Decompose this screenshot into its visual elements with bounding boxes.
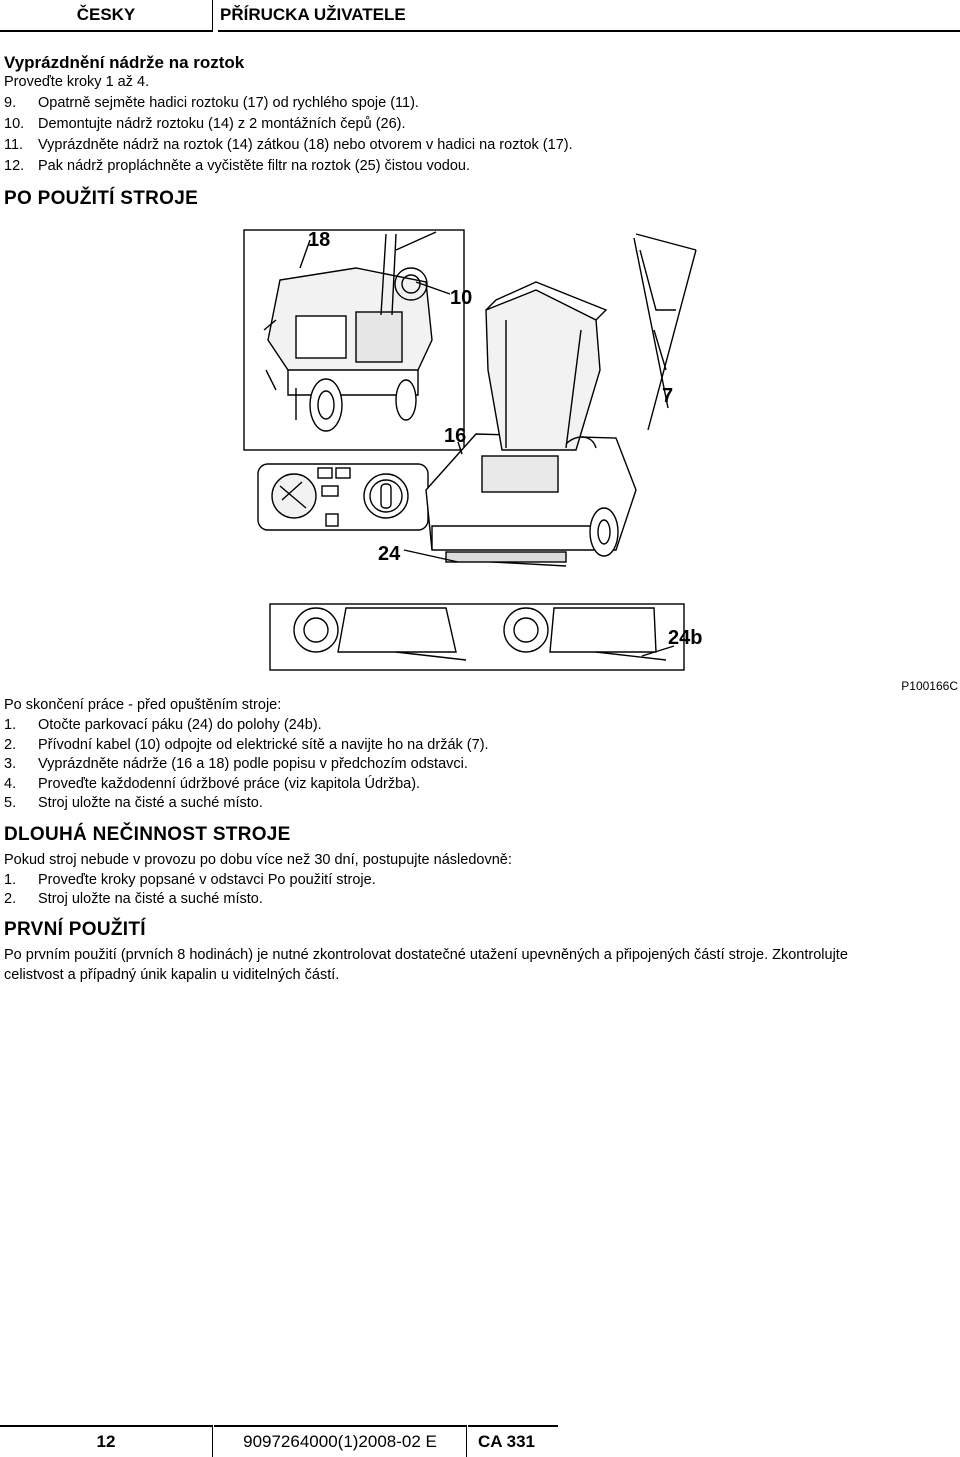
step-number: 2.: [4, 891, 17, 907]
inactivity-intro: Pokud stroj nebude v provozu po dobu víc…: [4, 852, 512, 868]
callout-7: 7: [662, 385, 673, 407]
step-number: 11.: [4, 137, 24, 153]
step-text: Stroj uložte na čisté a suché místo.: [38, 795, 263, 811]
first-use-title: PRVNÍ POUŽITÍ: [4, 919, 146, 940]
callout-18: 18: [308, 229, 330, 251]
model-name: CA 331: [468, 1425, 558, 1457]
list-item: 5. Stroj uložte na čisté a suché místo.: [4, 793, 263, 814]
step-text: Otočte parkovací páku (24) do polohy (24…: [38, 717, 322, 733]
step-number: 4.: [4, 776, 17, 792]
list-item: 2. Stroj uložte na čisté a suché místo.: [4, 889, 263, 910]
callout-10: 10: [450, 287, 472, 309]
drain-section-title: Vyprázdnění nádrže na roztok: [4, 53, 245, 72]
machine-drawing: 18 10 7 16 24 24b: [243, 229, 702, 671]
step-text: Demontujte nádrž roztoku (14) z 2 montáž…: [38, 116, 406, 132]
step-text: Přívodní kabel (10) odpojte od elektrick…: [38, 737, 489, 753]
list-item: 3. Vyprázdněte nádrže (16 a 18) podle pop…: [4, 754, 468, 775]
inactivity-title: DLOUHÁ NEČINNOST STROJE: [4, 824, 291, 845]
step-text: Opatrně sejměte hadici roztoku (17) od r…: [38, 95, 419, 111]
step-text: Proveďte každodenní údržbové práce (viz …: [38, 776, 421, 792]
figure-code: P100166C: [901, 679, 958, 693]
list-item: 1. Proveďte kroky popsané v odstavci Po p…: [4, 870, 376, 891]
after-use-title: PO POUŽITÍ STROJE: [4, 188, 199, 209]
step-number: 10.: [4, 116, 25, 132]
step-text: Stroj uložte na čisté a suché místo.: [38, 891, 263, 907]
list-item: 2. Přívodní kabel (10) odpojte od elektri…: [4, 735, 489, 756]
step-number: 5.: [4, 795, 17, 811]
step-number: 3.: [4, 756, 17, 772]
machine-illustration: 18 10 7 16 24 24b: [236, 220, 726, 674]
first-use-text-line2: celistvost a případný únik kapalin u vid…: [4, 967, 340, 983]
first-use-text-line1: Po prvním použití (prvních 8 hodinách) j…: [4, 947, 848, 963]
callout-16: 16: [444, 425, 466, 447]
step-number: 2.: [4, 737, 17, 753]
list-item: 10. Demontujte nádrž roztoku (14) z 2 mon…: [4, 114, 406, 135]
list-item: 4. Proveďte každodenní údržbové práce (vi…: [4, 774, 420, 795]
step-text: Pak nádrž propláchněte a vyčistěte filtr…: [38, 158, 470, 174]
list-item: 11. Vyprázdněte nádrž na roztok (14) zátk…: [4, 135, 573, 156]
after-use-intro: Po skončení práce - před opuštěním stroj…: [4, 697, 282, 713]
drain-intro: Proveďte kroky 1 až 4.: [4, 74, 150, 90]
step-text: Vyprázdněte nádrž na roztok (14) zátkou …: [38, 137, 573, 153]
callout-24b: 24b: [668, 627, 702, 649]
callout-24: 24: [378, 543, 401, 565]
step-number: 12.: [4, 158, 25, 174]
page-number: 12: [0, 1425, 213, 1457]
step-number: 1.: [4, 872, 17, 888]
step-number: 1.: [4, 717, 17, 733]
list-item: 9. Opatrně sejměte hadici roztoku (17) od…: [4, 93, 419, 114]
header-manual-title: PŘÍRUCKA UŽIVATELE: [218, 0, 960, 32]
document-code: 9097264000(1)2008-02 E: [214, 1425, 467, 1457]
list-item: 1. Otočte parkovací páku (24) do polohy (…: [4, 715, 322, 736]
step-text: Vyprázdněte nádrže (16 a 18) podle popis…: [38, 756, 468, 772]
step-text: Proveďte kroky popsané v odstavci Po pou…: [38, 872, 376, 888]
list-item: 12. Pak nádrž propláchněte a vyčistěte fi…: [4, 156, 470, 177]
step-number: 9.: [4, 95, 17, 111]
header-language: ČESKY: [0, 0, 213, 32]
